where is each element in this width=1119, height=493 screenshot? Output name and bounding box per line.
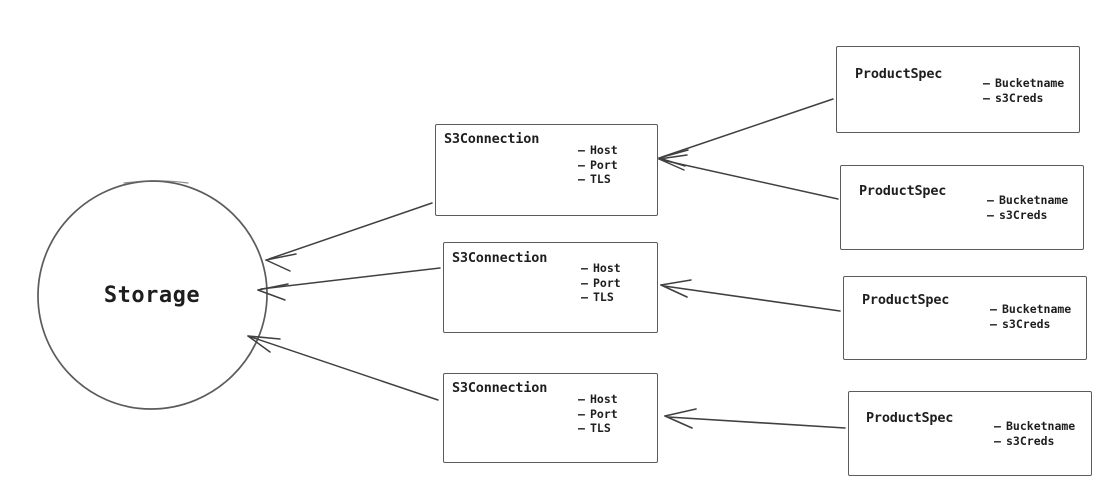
edge-connection3-to-storage bbox=[247, 335, 439, 401]
attribute-row: –s3Creds bbox=[994, 434, 1075, 449]
productspec-node-2[interactable] bbox=[840, 165, 1084, 250]
attribute-label: s3Creds bbox=[995, 90, 1044, 105]
attribute-row: –Bucketname bbox=[990, 302, 1071, 317]
productspec-node-4-attributes: –Bucketname –s3Creds bbox=[994, 419, 1075, 448]
productspec-node-1-attributes: –Bucketname –s3Creds bbox=[983, 76, 1064, 105]
edge-spec1-to-connection1 bbox=[658, 98, 834, 167]
productspec-node-2-title: ProductSpec bbox=[859, 183, 947, 199]
productspec-node-2-attributes: –Bucketname –s3Creds bbox=[987, 193, 1068, 222]
dash-icon: – bbox=[994, 419, 1001, 433]
edge-connection2-to-storage bbox=[257, 267, 441, 301]
edge-spec4-to-connection3 bbox=[664, 408, 846, 429]
attribute-row: –s3Creds bbox=[987, 208, 1068, 223]
dash-icon: – bbox=[578, 172, 585, 186]
attribute-label: TLS bbox=[593, 290, 614, 304]
dash-icon: – bbox=[578, 406, 585, 421]
s3connection-node-2[interactable] bbox=[443, 242, 658, 333]
attribute-label: TLS bbox=[590, 172, 611, 186]
s3connection-node-3[interactable] bbox=[443, 373, 658, 463]
attribute-row: –Host bbox=[578, 392, 618, 407]
dash-icon: – bbox=[987, 207, 994, 222]
attribute-label: s3Creds bbox=[999, 207, 1048, 222]
dash-icon: – bbox=[581, 275, 588, 290]
attribute-label: Bucketname bbox=[1006, 419, 1076, 433]
s3connection-node-2-title: S3Connection bbox=[452, 250, 548, 266]
dash-icon: – bbox=[578, 392, 585, 406]
productspec-node-3-attributes: –Bucketname –s3Creds bbox=[990, 302, 1071, 331]
attribute-label: Host bbox=[590, 143, 618, 157]
attribute-row: –s3Creds bbox=[990, 317, 1071, 332]
s3connection-node-1[interactable] bbox=[435, 124, 658, 216]
attribute-label: Port bbox=[593, 275, 621, 290]
productspec-node-3-title: ProductSpec bbox=[862, 292, 950, 308]
productspec-node-3[interactable] bbox=[843, 276, 1087, 360]
attribute-label: Bucketname bbox=[999, 193, 1069, 207]
attribute-row: –Port bbox=[578, 407, 618, 422]
attribute-label: Port bbox=[590, 406, 618, 421]
attribute-row: –Host bbox=[578, 143, 618, 158]
attribute-row: –TLS bbox=[581, 290, 621, 305]
dash-icon: – bbox=[990, 316, 997, 331]
productspec-node-4[interactable] bbox=[848, 391, 1092, 476]
attribute-row: –TLS bbox=[578, 421, 618, 436]
edge-spec3-to-connection2 bbox=[660, 279, 841, 312]
s3connection-node-3-title: S3Connection bbox=[452, 380, 548, 396]
attribute-row: –Bucketname bbox=[987, 193, 1068, 208]
dash-icon: – bbox=[994, 433, 1001, 448]
storage-node-label: Storage bbox=[103, 283, 201, 308]
attribute-label: Host bbox=[593, 261, 621, 275]
dash-icon: – bbox=[581, 261, 588, 275]
dash-icon: – bbox=[581, 290, 588, 304]
attribute-label: Bucketname bbox=[1002, 302, 1072, 316]
s3connection-node-2-attributes: –Host –Port –TLS bbox=[581, 261, 621, 305]
dash-icon: – bbox=[987, 193, 994, 207]
edge-spec2-to-connection1 bbox=[658, 154, 839, 200]
s3connection-node-1-attributes: –Host –Port –TLS bbox=[578, 143, 618, 187]
attribute-label: s3Creds bbox=[1002, 316, 1051, 331]
attribute-row: –Host bbox=[581, 261, 621, 276]
attribute-row: –Port bbox=[578, 158, 618, 173]
productspec-node-1[interactable] bbox=[836, 46, 1080, 133]
productspec-node-1-title: ProductSpec bbox=[855, 66, 943, 82]
attribute-label: Bucketname bbox=[995, 76, 1065, 90]
attribute-row: –TLS bbox=[578, 172, 618, 187]
attribute-row: –Bucketname bbox=[994, 419, 1075, 434]
dash-icon: – bbox=[990, 302, 997, 316]
attribute-row: –s3Creds bbox=[983, 91, 1064, 106]
productspec-node-4-title: ProductSpec bbox=[866, 410, 954, 426]
edge-connection1-to-storage bbox=[265, 202, 433, 272]
dash-icon: – bbox=[983, 90, 990, 105]
dash-icon: – bbox=[578, 421, 585, 435]
dash-icon: – bbox=[983, 76, 990, 90]
dash-icon: – bbox=[578, 157, 585, 172]
attribute-label: Port bbox=[590, 157, 618, 172]
attribute-row: –Bucketname bbox=[983, 76, 1064, 91]
s3connection-node-1-title: S3Connection bbox=[444, 131, 540, 147]
attribute-label: s3Creds bbox=[1006, 433, 1055, 448]
attribute-label: TLS bbox=[590, 421, 611, 435]
attribute-label: Host bbox=[590, 392, 618, 406]
attribute-row: –Port bbox=[581, 276, 621, 291]
s3connection-node-3-attributes: –Host –Port –TLS bbox=[578, 392, 618, 436]
dash-icon: – bbox=[578, 143, 585, 157]
